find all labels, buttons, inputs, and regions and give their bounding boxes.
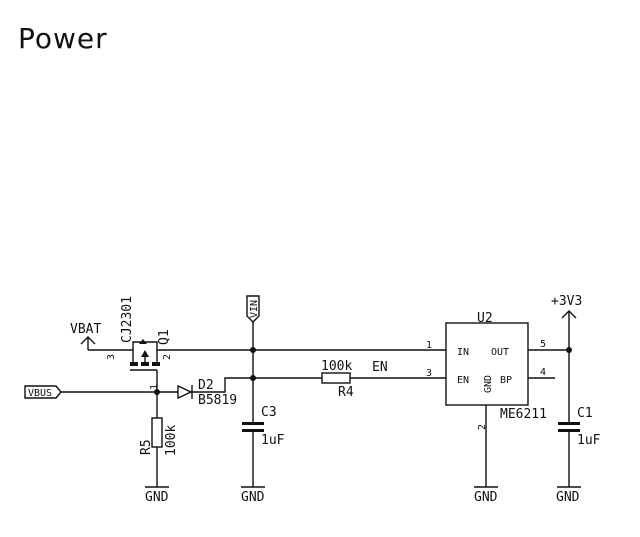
q1-pins-1-label: 2 [162, 354, 173, 360]
r5-value-label: 100k [164, 425, 179, 456]
r4-value-label: 100k [321, 359, 352, 374]
schematic-stroke [558, 422, 580, 425]
u2-pins-in-label: 1 [426, 340, 432, 351]
page-title: Power [18, 22, 108, 55]
q1-value-label: CJ2301 [120, 296, 135, 343]
u2-pins-out-label: 5 [540, 339, 546, 350]
u2-regulator: U2 1 3 IN EN OUT BP GND ME6211 5 4 2 GND [426, 311, 569, 505]
schematic-stroke [246, 295, 260, 323]
nets-gnd-label: GND [474, 490, 498, 505]
u2-pin_names-gnd-label: GND [483, 375, 494, 393]
nets-v3v3-label: +3V3 [551, 294, 582, 309]
nets-gnd-label: GND [145, 490, 169, 505]
u2-pins-bp-label: 4 [540, 367, 546, 378]
junction [566, 347, 572, 353]
u2-pin_names-out-label: OUT [491, 347, 509, 358]
nets-vin-label: VIN [249, 300, 260, 318]
schematic-stroke [445, 322, 529, 406]
schematic-stroke [321, 372, 351, 384]
schematic-stroke [177, 384, 193, 400]
schematic-stroke [242, 429, 264, 432]
c3-ref-label: C3 [261, 405, 277, 420]
schematic-stroke [242, 422, 264, 425]
c3-value-label: 1uF [261, 433, 285, 448]
schematic-stroke [152, 362, 160, 366]
body-diode-icon [139, 339, 147, 344]
vbat-supply: VBAT [70, 322, 101, 350]
nets-en-label: EN [372, 360, 388, 375]
d2-ref-label: D2 [198, 378, 214, 393]
u2-value-label: ME6211 [500, 407, 547, 422]
nets-gnd-label: GND [556, 490, 580, 505]
vin-net-label: VIN [246, 295, 260, 424]
q1-pins-0-label: 1 [149, 384, 160, 390]
d2-diode: D2 B5819 [177, 377, 446, 408]
junction [250, 347, 256, 353]
nets-gnd-label: GND [241, 490, 265, 505]
v3v3-supply: +3V3 [551, 294, 582, 424]
u2-pin_names-en-label: EN [457, 375, 469, 386]
r4-resistor: 100k R4 EN [321, 359, 388, 400]
r5-ref-label: R5 [139, 439, 154, 455]
schematic-stroke [558, 429, 580, 432]
junction [250, 375, 256, 381]
c3-capacitor: C3 1uF GND [241, 405, 285, 505]
q1-pins-2-label: 3 [106, 354, 117, 360]
r4-ref-label: R4 [338, 385, 354, 400]
u2-pin_names-bp-label: BP [500, 375, 512, 386]
schematic-stroke [141, 362, 149, 366]
r5-resistor: R5 100k GND [139, 392, 179, 505]
q1-mosfet: CJ2301 Q1 3 2 1 [106, 296, 173, 392]
schematic-stroke [24, 385, 62, 399]
c1-capacitor: C1 1uF GND [556, 406, 601, 505]
nets-vbat-label: VBAT [70, 322, 101, 337]
c1-ref-label: C1 [577, 406, 593, 421]
q1-ref-label: Q1 [157, 329, 172, 345]
schematic-stroke [192, 377, 446, 393]
u2-pins-gnd-label: 2 [477, 424, 488, 430]
u2-pin_names-in-label: IN [457, 347, 469, 358]
nets-vbus-label: VBUS [28, 388, 52, 399]
c1-value-label: 1uF [577, 433, 601, 448]
u2-pins-en-label: 3 [426, 368, 432, 379]
schematic-stroke [141, 350, 149, 357]
u2-ref-label: U2 [477, 311, 493, 326]
d2-value-label: B5819 [198, 393, 237, 408]
schematic-stroke [130, 362, 138, 366]
